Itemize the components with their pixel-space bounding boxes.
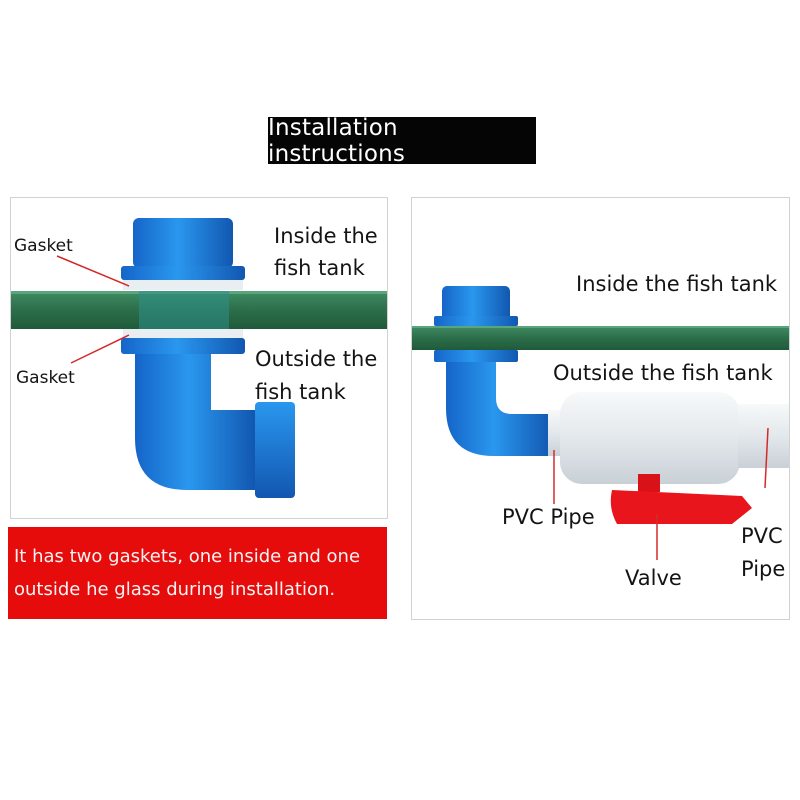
- elbow-fitting: [135, 354, 255, 490]
- right-diagram-panel: Inside the fish tank Outside the fish ta…: [411, 197, 790, 620]
- glass-pane: [412, 326, 789, 350]
- title-text: Installation instructions: [268, 114, 406, 167]
- leader-gasket-bottom: [70, 334, 130, 364]
- elbow-fitting: [446, 362, 552, 456]
- gasket-bottom-label: Gasket: [16, 368, 75, 388]
- top-nut: [133, 218, 233, 268]
- top-gasket: [123, 280, 243, 290]
- right-valve-illustration: [412, 286, 789, 560]
- note-line2: outside he glass during installation.: [14, 579, 336, 600]
- valve-label: Valve: [625, 566, 682, 590]
- leader-gasket-top: [56, 255, 130, 287]
- gasket-top-label: Gasket: [14, 236, 73, 256]
- pvc-pipe-right: [738, 404, 789, 468]
- bottom-gasket: [123, 329, 243, 338]
- pvc-pipe-left-label: PVC Pipe: [502, 505, 595, 529]
- outside-label-line1: Outside the: [255, 347, 378, 371]
- inside-label-line2: fish tank: [274, 256, 365, 280]
- leader-pvc-right: [764, 427, 769, 489]
- inside-label-line1: Inside the: [274, 224, 378, 248]
- top-nut: [442, 286, 510, 322]
- pvc-pipe-right-label-line2: Pipe: [741, 557, 786, 581]
- outside-label: Outside the fish tank: [553, 361, 773, 385]
- installation-note: It has two gaskets, one inside and one o…: [8, 527, 387, 619]
- left-diagram-panel: Gasket Gasket Inside the fish tank Outsi…: [10, 197, 388, 519]
- valve-body: [560, 392, 740, 484]
- outside-label-line2: fish tank: [255, 380, 346, 404]
- note-line1: It has two gaskets, one inside and one: [14, 546, 361, 567]
- title-banner: Installation instructions: [268, 114, 536, 167]
- pvc-pipe-right-label-line1: PVC: [741, 524, 783, 548]
- left-fitting-illustration: [11, 218, 387, 498]
- inside-label: Inside the fish tank: [576, 272, 778, 296]
- valve-handle: [610, 490, 752, 524]
